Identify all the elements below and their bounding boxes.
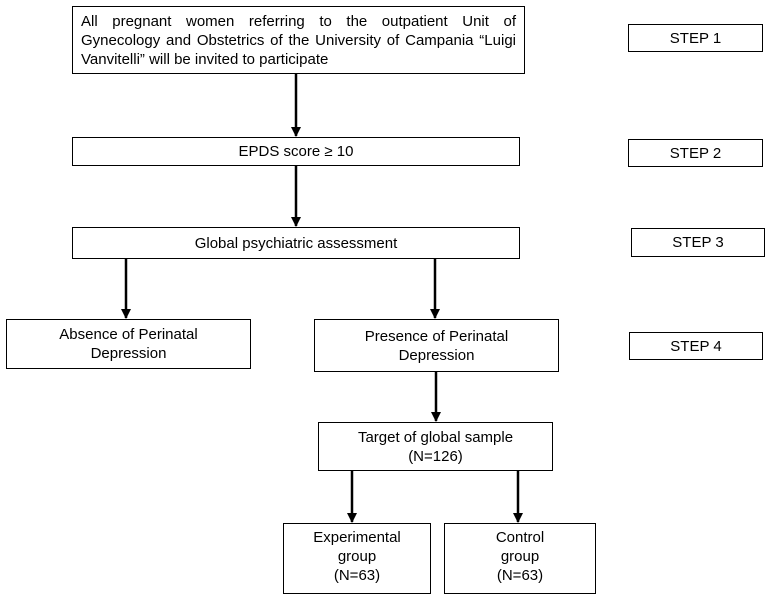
presence-line2: Depression — [398, 346, 475, 364]
step3-label: STEP 3 — [631, 228, 765, 257]
epds-score-text: EPDS score ≥ 10 — [238, 143, 354, 160]
step4-label: STEP 4 — [629, 332, 763, 360]
step1-label-text: STEP 1 — [669, 29, 722, 47]
target-line2: (N=126) — [408, 447, 463, 465]
presence-of-perinatal-depression-box: Presence of Perinatal Depression — [314, 319, 559, 372]
global-psychiatric-assessment-text: Global psychiatric assessment — [194, 234, 398, 252]
experimental-group-box: Experimental group (N=63) — [283, 523, 431, 594]
target-global-sample-box: Target of global sample (N=126) — [318, 422, 553, 471]
global-psychiatric-assessment-box: Global psychiatric assessment — [72, 227, 520, 259]
epds-score-box: EPDS score ≥ 10 — [72, 137, 520, 166]
control-line1: Control — [495, 529, 545, 546]
step2-label-text: STEP 2 — [669, 144, 722, 162]
experimental-line3: (N=63) — [333, 567, 381, 584]
step1-box-text: All pregnant women referring to the outp… — [81, 12, 516, 68]
step1-label: STEP 1 — [628, 24, 763, 52]
control-line3: (N=63) — [496, 567, 544, 584]
absence-line1: Absence of Perinatal — [59, 326, 198, 343]
control-group-box: Control group (N=63) — [444, 523, 596, 594]
step2-label: STEP 2 — [628, 139, 763, 167]
step4-label-text: STEP 4 — [670, 337, 722, 355]
experimental-line1: Experimental — [313, 529, 401, 546]
step3-label-text: STEP 3 — [672, 234, 724, 251]
target-line1: Target of global sample — [357, 428, 514, 446]
control-line2: group — [500, 548, 540, 565]
step1-box: All pregnant women referring to the outp… — [72, 6, 525, 74]
absence-line2: Depression — [90, 345, 167, 362]
absence-of-perinatal-depression-box: Absence of Perinatal Depression — [6, 319, 251, 369]
experimental-line2: group — [337, 548, 377, 565]
presence-line1: Presence of Perinatal — [364, 327, 509, 345]
